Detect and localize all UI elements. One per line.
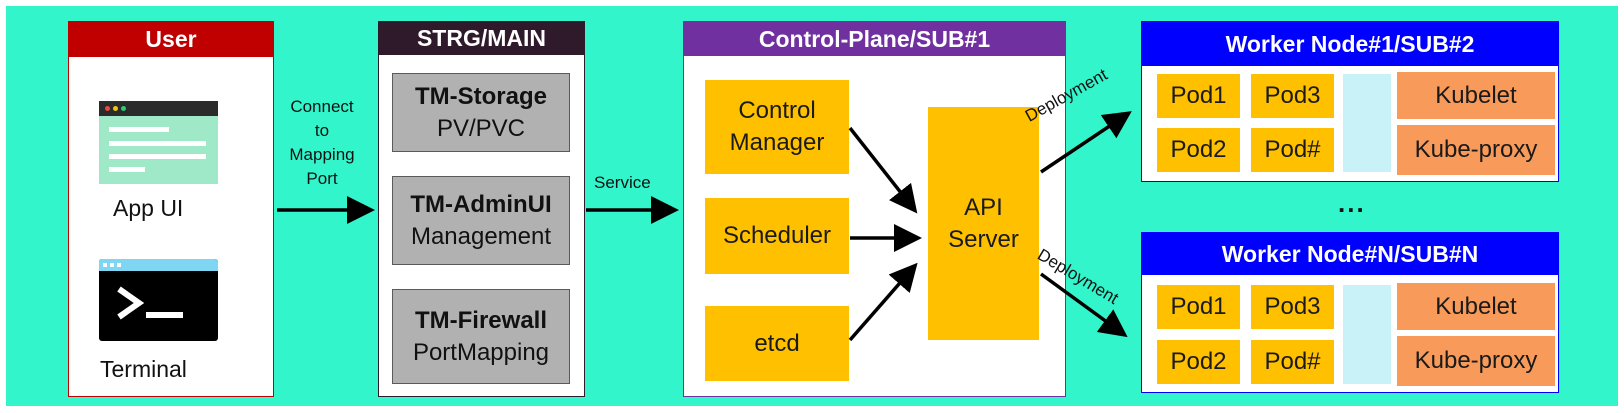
pod-box: Pod# <box>1251 340 1334 384</box>
worker-node-spacer <box>1343 74 1391 172</box>
pod-label: Pod# <box>1264 136 1321 163</box>
arrow-control-manager-to-api <box>848 126 918 214</box>
pod-box: Pod1 <box>1157 74 1240 118</box>
connect-edge-label: Connect to Mapping Port <box>274 95 370 191</box>
kube-proxy-label: Kube-proxy <box>1414 136 1538 163</box>
etcd-label: etcd <box>754 329 800 357</box>
pod-label: Pod1 <box>1170 82 1227 109</box>
arrow-api-to-worker-n <box>1039 272 1128 338</box>
terminal-label: Terminal <box>100 356 187 382</box>
pod-label: Pod3 <box>1264 293 1321 320</box>
tm-adminui-subtitle: Management <box>410 222 552 250</box>
api-server-line: Server <box>948 225 1019 253</box>
arrow-etcd-to-api <box>848 262 918 342</box>
scheduler-box: Scheduler <box>705 198 849 274</box>
pod-box: Pod3 <box>1251 285 1334 329</box>
kubelet-box: Kubelet <box>1397 72 1555 119</box>
browser-window-icon <box>99 101 218 184</box>
connect-label-line: Connect <box>290 97 354 116</box>
pod-box: Pod3 <box>1251 74 1334 118</box>
pod-box: Pod# <box>1251 128 1334 172</box>
tm-firewall-box: TM-Firewall PortMapping <box>392 289 570 384</box>
tm-adminui-title: TM-AdminUI <box>410 190 552 218</box>
user-header: User <box>69 22 273 57</box>
pod-label: Pod2 <box>1170 136 1227 163</box>
worker-node-1-header: Worker Node#1/SUB#2 <box>1142 22 1558 66</box>
control-manager-line: Manager <box>729 129 825 156</box>
pod-box: Pod2 <box>1157 128 1240 172</box>
etcd-box: etcd <box>705 306 849 381</box>
pod-label: Pod2 <box>1170 348 1227 375</box>
connect-label-line: Port <box>306 169 338 188</box>
app-ui-label: App UI <box>113 195 184 221</box>
tm-firewall-title: TM-Firewall <box>414 306 547 334</box>
connect-label-line: to <box>314 121 330 140</box>
kubelet-label: Kubelet <box>1435 292 1517 320</box>
strg-main-header: STRG/MAIN <box>379 22 584 55</box>
connect-label-line: Mapping <box>289 145 355 164</box>
service-edge-label: Service <box>594 173 651 192</box>
tm-storage-box: TM-Storage PV/PVC <box>392 73 570 152</box>
worker-node-n-header: Worker Node#N/SUB#N <box>1142 233 1558 275</box>
pod-label: Pod1 <box>1170 293 1227 320</box>
tm-storage-subtitle: PV/PVC <box>436 114 526 142</box>
terminal-icon <box>99 259 218 341</box>
kube-proxy-label: Kube-proxy <box>1414 347 1538 374</box>
pod-label: Pod3 <box>1264 82 1321 109</box>
control-manager-line: Control <box>738 97 816 124</box>
tm-firewall-subtitle: PortMapping <box>412 338 550 366</box>
kubelet-box: Kubelet <box>1397 283 1555 330</box>
control-manager-box: Control Manager <box>705 80 849 174</box>
arrow-api-to-worker-1 <box>1040 111 1132 174</box>
pod-box: Pod2 <box>1157 340 1240 384</box>
tm-storage-title: TM-Storage <box>415 82 547 110</box>
worker-node-spacer <box>1343 285 1391 384</box>
kube-proxy-box: Kube-proxy <box>1397 336 1555 386</box>
api-server-line: API <box>964 193 1003 221</box>
kube-proxy-box: Kube-proxy <box>1397 125 1555 175</box>
api-server-box: API Server <box>928 107 1039 340</box>
control-plane-header: Control-Plane/SUB#1 <box>684 22 1065 56</box>
pod-label: Pod# <box>1264 348 1321 375</box>
tm-adminui-box: TM-AdminUI Management <box>392 176 570 265</box>
ellipsis: ... <box>1338 188 1366 218</box>
kubelet-label: Kubelet <box>1435 81 1517 109</box>
scheduler-label: Scheduler <box>722 222 832 249</box>
pod-box: Pod1 <box>1157 285 1240 329</box>
